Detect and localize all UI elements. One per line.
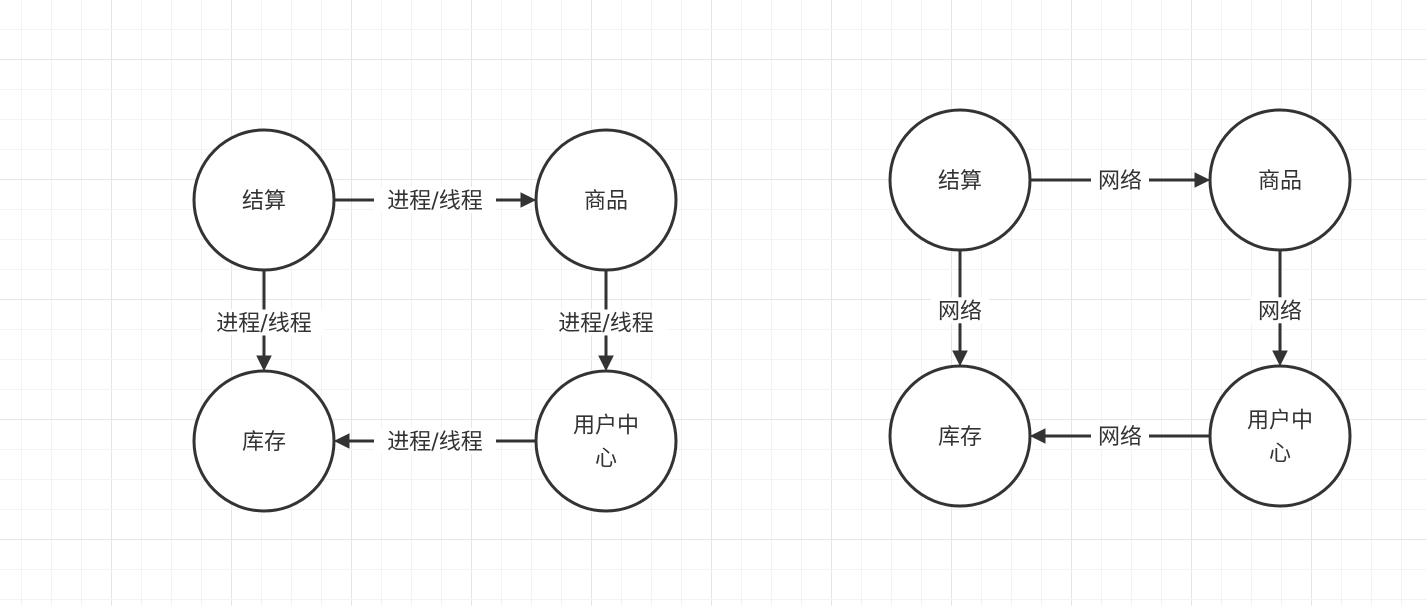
edge-label: 网络 [938,299,982,324]
edge-settlement-to-inventory[interactable]: 进程/线程 [203,271,325,372]
node-circle[interactable] [192,128,336,272]
node-goods[interactable]: 商品 [534,128,678,272]
arrow-head-icon [333,433,350,449]
node-circle[interactable] [1208,364,1352,508]
node-circle[interactable] [888,108,1032,252]
node-circle[interactable] [534,128,678,272]
node-label: 商品 [584,189,628,214]
arrow-head-icon [1029,428,1046,444]
edge-label-background [931,297,989,324]
diagrams: 进程/线程进程/线程进程/线程进程/线程结算商品库存用户中心网络网络网络网络结算… [192,108,1352,513]
node-settlement[interactable]: 结算 [192,128,336,272]
node-circle[interactable] [1208,108,1352,252]
edge-label-background [374,187,496,213]
edge-goods-to-user-center[interactable]: 网络 [1251,251,1309,367]
edge-settlement-to-goods[interactable]: 进程/线程 [335,187,537,214]
node-label: 用户中 [573,414,639,439]
node-label: 用户中 [1247,409,1313,434]
edge-label: 进程/线程 [387,189,482,214]
node-settlement[interactable]: 结算 [888,108,1032,252]
arrow-head-icon [598,355,614,372]
node-circle[interactable] [192,369,336,513]
arrow-head-icon [520,192,537,208]
edge-label-background [203,309,325,336]
node-goods[interactable]: 商品 [1208,108,1352,252]
arrow-head-icon [256,355,272,372]
edge-label: 进程/线程 [387,430,482,455]
edge-user-center-to-inventory[interactable]: 进程/线程 [333,428,535,455]
node-label: 结算 [938,169,982,194]
edge-settlement-to-inventory[interactable]: 网络 [931,251,989,367]
node-inventory[interactable]: 库存 [888,364,1032,508]
arrow-head-icon [1194,172,1211,188]
edge-goods-to-user-center[interactable]: 进程/线程 [545,271,667,372]
edge-settlement-to-goods[interactable]: 网络 [1031,167,1211,194]
arrow-head-icon [1272,350,1288,367]
node-label: 商品 [1258,169,1302,194]
edge-label-background [1091,167,1149,193]
edge-label-background [1251,297,1309,324]
node-circle[interactable] [888,364,1032,508]
edge-label: 网络 [1098,425,1142,450]
edge-label: 进程/线程 [558,311,653,336]
edge-user-center-to-inventory[interactable]: 网络 [1029,423,1209,450]
edge-label-background [374,428,496,454]
node-label: 库存 [938,425,982,450]
node-label: 结算 [242,189,286,214]
node-label: 心 [595,447,617,472]
edge-label: 网络 [1098,169,1142,194]
node-label: 库存 [242,430,286,455]
in-process-diagram: 进程/线程进程/线程进程/线程进程/线程结算商品库存用户中心 [192,128,678,513]
edge-label: 网络 [1258,299,1302,324]
edge-label: 进程/线程 [216,311,311,336]
edge-label-background [545,309,667,336]
arrow-head-icon [952,350,968,367]
node-label: 心 [1269,442,1291,467]
node-inventory[interactable]: 库存 [192,369,336,513]
edge-label-background [1091,423,1149,449]
network-diagram: 网络网络网络网络结算商品库存用户中心 [888,108,1352,508]
node-circle[interactable] [534,369,678,513]
